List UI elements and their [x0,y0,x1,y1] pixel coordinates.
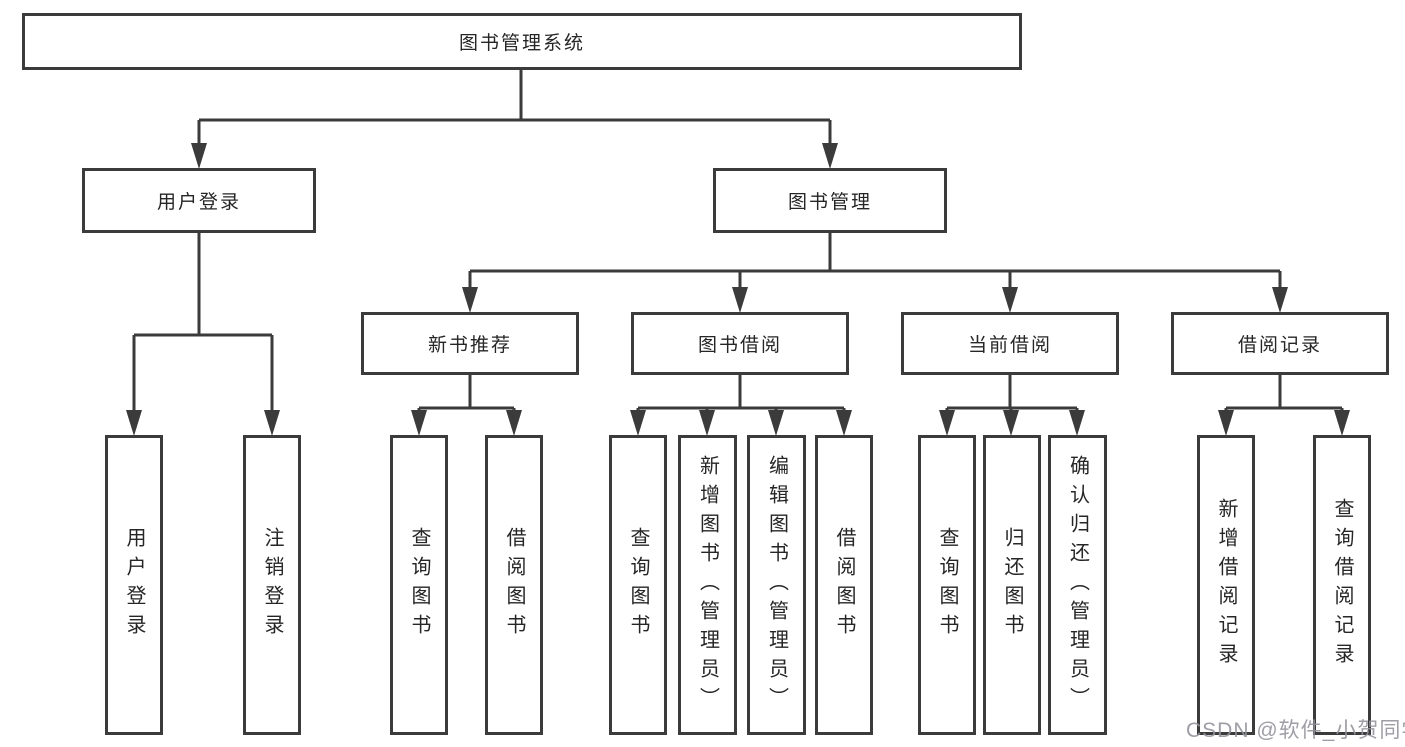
leaf-logout: 注销登录 [243,435,301,735]
leaf-add-borrow-record: 新增借阅记录 [1197,435,1255,735]
csdn-watermark: CSDN @软件_小贺同学 [1186,719,1405,742]
node-borrowing-records: 借阅记录 [1171,312,1389,375]
leaf-query-books-borrowing: 查询图书 [609,435,667,735]
node-user-login: 用户登录 [82,168,316,233]
node-book-borrowing: 图书借阅 [631,312,849,375]
node-current-borrowing: 当前借阅 [901,312,1119,375]
leaf-query-borrow-record: 查询借阅记录 [1313,435,1371,735]
leaf-add-book-admin: 新增图书（管理员） [678,435,737,735]
arrowheads [126,143,1350,436]
node-library-management-system: 图书管理系统 [22,13,1022,70]
leaf-borrow-books-recommend: 借阅图书 [485,435,543,735]
leaf-edit-book-admin: 编辑图书（管理员） [747,435,806,735]
leaf-query-books-recommend: 查询图书 [390,435,448,735]
leaf-return-book: 归还图书 [983,435,1041,735]
leaf-user-login: 用户登录 [105,435,163,735]
leaf-query-books-current: 查询图书 [918,435,976,735]
leaf-confirm-return-admin: 确认归还（管理员） [1048,435,1107,735]
leaf-borrow-books-borrowing: 借阅图书 [815,435,873,735]
node-book-management: 图书管理 [713,168,947,233]
node-new-book-recommend: 新书推荐 [361,312,579,375]
